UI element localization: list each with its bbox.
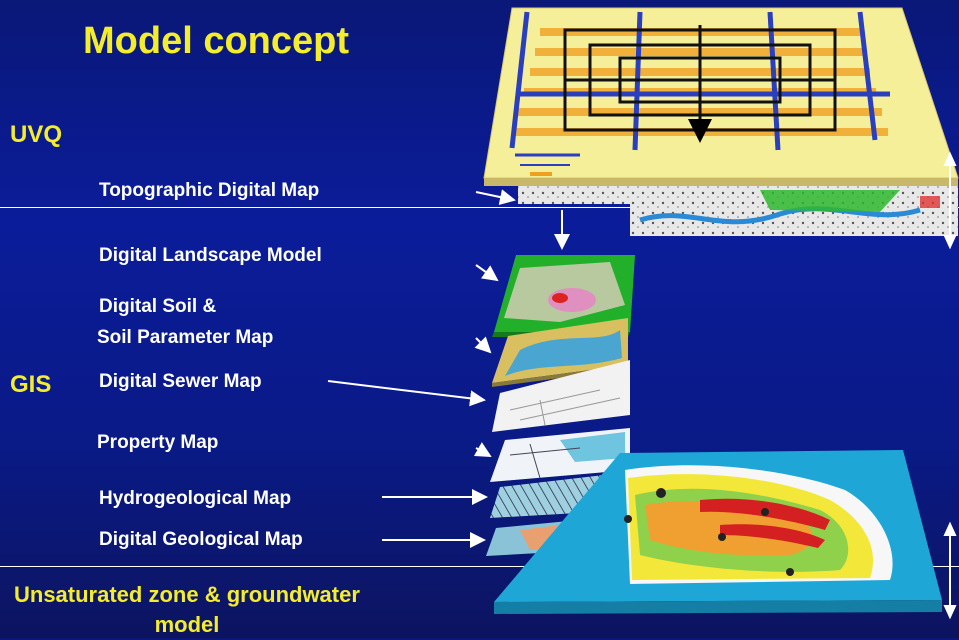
section-label-groundwater-model: Unsaturated zone & groundwater model: [14, 580, 360, 640]
label-soil-parameter-map: Soil Parameter Map: [97, 327, 274, 348]
label-digital-landscape-model: Digital Landscape Model: [99, 245, 322, 266]
groundwater-model-plate: [494, 450, 942, 614]
label-digital-sewer-map: Digital Sewer Map: [99, 371, 262, 392]
section-label-gis: GIS: [10, 371, 52, 398]
section-label-groundwater-line1: Unsaturated zone & groundwater: [14, 582, 360, 607]
label-hydrogeological-map: Hydrogeological Map: [99, 488, 292, 509]
divider-gis-groundwater: [0, 566, 959, 567]
label-digital-geological-map: Digital Geological Map: [99, 529, 303, 550]
uvq-network-plate: [483, 7, 959, 186]
extent-arrows: [943, 151, 957, 620]
section-label-uvq: UVQ: [10, 121, 63, 148]
label-topographic-digital-map: Topographic Digital Map: [99, 180, 320, 201]
sewer-map-layer: [492, 360, 630, 432]
property-map-layer: [490, 428, 630, 482]
section-label-groundwater-line2: model: [154, 612, 220, 637]
divider-uvq-gis: [0, 207, 959, 208]
slide-title: Model concept: [83, 20, 350, 62]
label-digital-soil: Digital Soil &: [99, 296, 217, 317]
topographic-map-layer: [518, 186, 958, 236]
label-property-map: Property Map: [97, 432, 219, 453]
label-arrows: [327, 189, 570, 548]
